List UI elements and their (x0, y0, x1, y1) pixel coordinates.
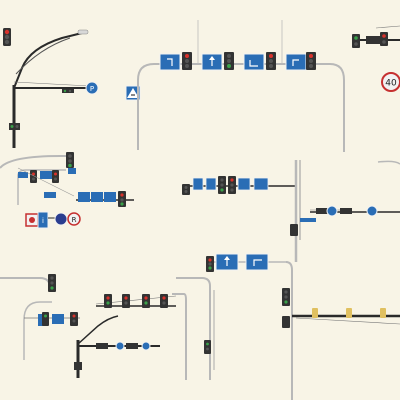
signal-head (182, 52, 192, 70)
curved-pole-signal-assembly (0, 152, 75, 205)
bottom-centre-signal-arm (95, 293, 187, 380)
overhead-gantry-blue-signs (137, 20, 345, 152)
tall-grey-pole (176, 277, 215, 380)
lane-sign-1 (159, 53, 181, 71)
parking-sign: P (85, 81, 99, 95)
standalone-traffic-light (3, 28, 11, 46)
svg-text:40: 40 (385, 79, 397, 89)
lane-sign-4 (285, 53, 307, 71)
lane-sign-3 (243, 53, 265, 71)
right-arm-round-signs (310, 160, 400, 217)
centre-gantry-pole (182, 160, 316, 262)
signal-head (224, 52, 234, 70)
horizontal-signal-bar (352, 25, 400, 48)
bottom-right-signal-bar (282, 308, 400, 328)
lane-sign-2 (201, 53, 223, 71)
mid-blue-sign-row (68, 168, 134, 207)
regulatory-sign-row: i R (25, 211, 81, 229)
round-regulatory-sign: R (67, 212, 81, 226)
lower-centre-gantry (206, 253, 293, 400)
speed-limit-sign: 40 (381, 72, 400, 92)
svg-text:i: i (42, 217, 44, 225)
svg-text:R: R (72, 216, 77, 224)
street-lamp-signal-pole: P (9, 29, 141, 148)
signal-head (306, 52, 316, 70)
bottom-lamp-pole (74, 315, 160, 378)
pedestrian-crossing-sign (125, 85, 141, 101)
svg-text:P: P (90, 85, 94, 93)
signal-head (266, 52, 276, 70)
lower-left-curved-pole (0, 274, 80, 360)
